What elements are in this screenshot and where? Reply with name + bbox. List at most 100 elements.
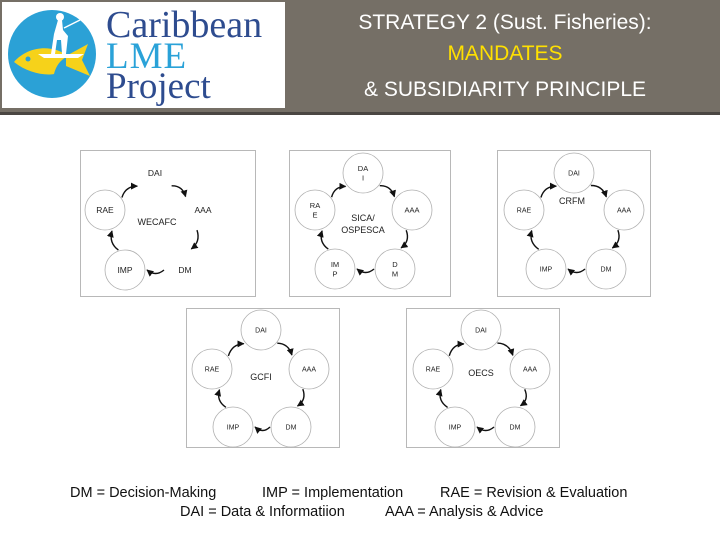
cycle-node-label: DA [358,164,368,173]
cycle-node-dm: DM [270,406,312,448]
cycle-node-rae: RAE [503,189,545,231]
cycle-arrow [227,340,245,357]
cycle-panel-wecafc: DAI AAA DM IMP RAE WECAFC [80,150,256,297]
cycle-node-label: DAI [475,327,487,334]
cycle-arrow [497,342,515,356]
cycle-node-imp: IMP [104,249,146,291]
cycle-node-dai: DAI [148,168,162,178]
cycle-arrow [590,184,608,198]
cycle-arrow [296,388,305,407]
cycle-arrow [277,342,294,356]
cycle-node-label: AAA [617,207,631,214]
cycle-node-imp: IMP [525,248,567,290]
cycle-arrow [540,182,557,198]
cycle-node-rae: RAE [412,348,454,390]
fisherman-fish-icon [8,10,96,98]
cycle-node-label: DM [510,424,521,431]
cycle-node-imp: IMP [434,406,476,448]
cycle-arrow [190,229,199,250]
cycle-arrow [146,269,165,277]
cycle-diagram-oecs: DAI AAA DM IMP RAE OECS [412,309,551,448]
cycle-arrow [254,426,271,434]
cycle-arrow [106,230,119,251]
cycle-node-label: I [362,173,364,182]
cycle-node-rae: RAE [294,189,336,231]
cycle-node-label: DM [601,266,612,273]
cycle-arrow [611,229,620,249]
cycle-node-label: M [392,269,398,278]
cycle-center-label: OSPESCA [341,225,385,235]
cycle-node-label: IMP [117,265,132,275]
cycle-node-label: DAI [568,170,580,177]
cycle-node-dm: DM [178,265,191,275]
legend-rae: RAE = Revision & Evaluation [440,485,628,501]
cycle-node-aaa: AAA [288,348,330,390]
slide-header: Caribbean LME Project STRATEGY 2 (Sust. … [0,0,720,115]
cycle-arrow [567,268,586,276]
cycle-arrow [448,340,465,356]
logo-line-lme: LME [106,36,188,77]
cycle-arrow [400,229,409,249]
cycle-node-dai: DAI [342,152,384,194]
cycle-node-aaa: AAA [603,189,645,231]
legend-aaa: AAA = Analysis & Advice [385,504,544,520]
cycle-arrow [519,389,528,407]
cycle-node-label: RAE [96,205,114,215]
cycle-diagram-wecafc: DAI AAA DM IMP RAE WECAFC [84,168,212,291]
cycle-node-rae: RAE [84,189,126,231]
cycle-node-label: IMP [540,266,553,273]
legend-dm: DM = Decision-Making [70,485,217,501]
cycle-node-label: IMP [449,424,462,431]
slide-title-line-1: STRATEGY 2 (Sust. Fisheries): [358,11,652,34]
cycle-node-aaa: AAA [509,348,551,390]
cycle-arrow [379,184,396,198]
cycle-arrow [171,185,188,198]
cycle-arrow [121,182,138,198]
caribbean-lme-logo: Caribbean LME Project [2,2,285,108]
cycle-node-imp: IMP [314,248,356,290]
cycle-node-rae: RAE [191,348,233,390]
cycle-node-label: E [312,210,317,219]
cycle-node-dai: DAI [460,309,502,351]
cycle-node-aaa: AAA [194,205,211,215]
cycle-node-label: RAE [205,366,220,373]
cycle-node-label: AAA [404,206,419,215]
legend-imp: IMP = Implementation [262,485,404,501]
cycle-node-label: RAE [517,207,532,214]
legend-dai: DAI = Data & Informatiion [180,504,345,520]
cycle-node-label: IM [331,260,339,269]
cycle-node-dai: DAI [240,309,282,351]
cycle-node-label: AAA [194,205,211,215]
slide-title-line-2: MANDATES [447,42,563,65]
cycle-diagram-gcfi: DAI AAA DM IMP RAE GCFI [191,309,330,448]
cycle-center-label: OECS [468,368,494,378]
cycle-arrow [214,389,227,408]
cycle-node-label: IMP [227,424,240,431]
cycle-node-imp: IMP [212,406,254,448]
cycle-diagram-crfm: DAI AAA DM IMP RAE CRFM [503,152,645,290]
cycle-node-label: DAI [255,327,267,334]
cycle-arrow [316,230,329,250]
cycle-node-dm: DM [494,406,536,448]
cycle-arrow [526,229,540,250]
logo-line-project: Project [106,66,211,107]
cycle-node-label: RAE [426,366,441,373]
cycle-node-label: AAA [302,366,316,373]
cycle-center-label: WECAFC [138,217,177,227]
cycle-panel-crfm: DAI AAA DM IMP RAE CRFM [497,150,651,297]
cycle-node-dm: DM [585,248,627,290]
cycle-center-label: CRFM [559,196,585,206]
cycle-node-label: DM [286,424,297,431]
cycle-arrow [476,426,495,434]
cycle-node-aaa: AAA [391,189,433,231]
cycle-node-label: DM [178,265,191,275]
cycle-node-label: RA [310,201,320,210]
cycle-center-label: SICA/ [351,213,375,223]
cycle-center-label: GCFI [250,372,272,382]
cycle-node-dm: DM [374,248,416,290]
cycle-node-label: AAA [523,366,537,373]
cycle-node-label: DAI [148,168,162,178]
cycle-arrow [330,182,347,198]
cycle-node-dai: DAI [553,152,595,194]
